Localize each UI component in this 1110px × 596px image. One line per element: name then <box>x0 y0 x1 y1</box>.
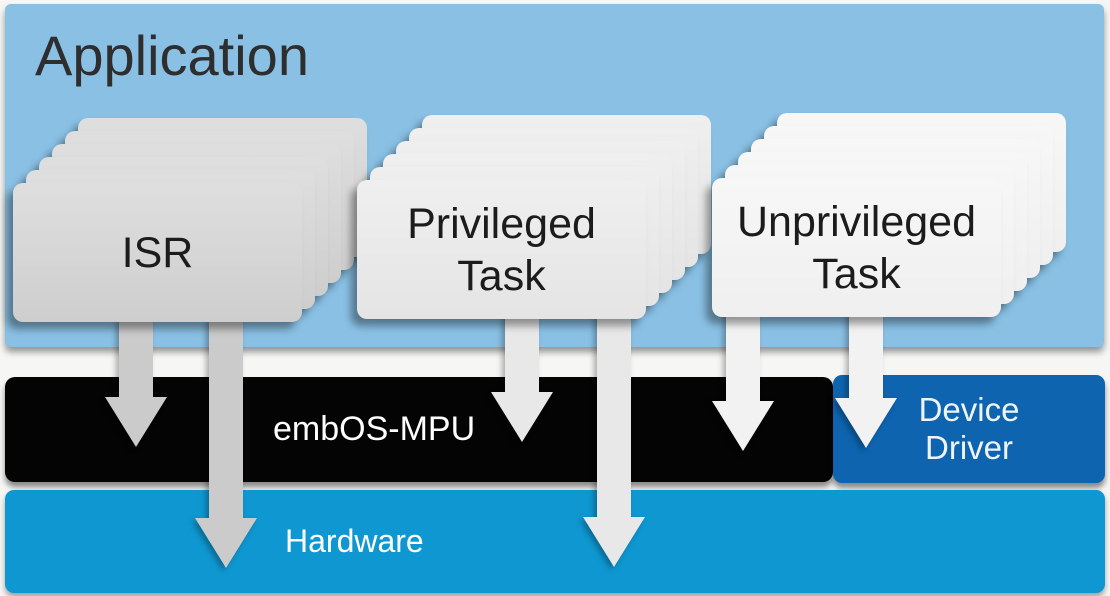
privileged-task-card: Privileged Task <box>357 180 646 319</box>
arrow-head <box>712 401 774 451</box>
hardware-label: Hardware <box>285 523 424 559</box>
isr-label-line1: ISR <box>121 228 194 277</box>
isr-card-label: ISR <box>13 183 302 322</box>
device-driver-label-line1: Device <box>918 391 1020 428</box>
embos-mpu-label: embOS-MPU <box>273 410 476 448</box>
unprivileged-label-line1: Unprivileged <box>736 197 977 246</box>
privileged-label-line1: Privileged <box>407 199 596 248</box>
privileged-task-card-label: Privileged Task <box>357 180 646 319</box>
unprivileged-task-stack: Unprivileged Task <box>712 113 1066 317</box>
down-arrow-icon <box>712 312 774 451</box>
arrow-head <box>835 398 897 448</box>
arrow-shaft <box>505 313 539 394</box>
arrow-shaft <box>597 313 631 519</box>
arrow-head <box>491 392 553 442</box>
arrow-shaft <box>849 312 883 400</box>
arrow-head <box>195 518 257 568</box>
device-driver-label-line2: Driver <box>925 429 1013 466</box>
unprivileged-label-line2: Task <box>812 249 901 298</box>
arrow-head <box>583 517 645 567</box>
down-arrow-icon <box>583 313 645 567</box>
privileged-task-stack: Privileged Task <box>357 115 711 319</box>
down-arrow-icon <box>195 318 257 568</box>
down-arrow-icon <box>491 313 553 442</box>
isr-stack: ISR <box>13 118 367 322</box>
arrow-head <box>105 397 167 447</box>
arrow-shaft <box>119 318 153 399</box>
arrow-shaft <box>726 312 760 403</box>
unprivileged-task-card-label: Unprivileged Task <box>712 178 1001 317</box>
down-arrow-icon <box>835 312 897 448</box>
hardware-layer-bar: Hardware <box>5 490 1105 593</box>
unprivileged-task-card: Unprivileged Task <box>712 178 1001 317</box>
arrow-shaft <box>209 318 243 520</box>
isr-card: ISR <box>13 183 302 322</box>
application-label: Application <box>35 24 309 87</box>
down-arrow-icon <box>105 318 167 447</box>
privileged-label-line2: Task <box>457 251 546 300</box>
device-driver-label: Device Driver <box>919 391 1020 467</box>
